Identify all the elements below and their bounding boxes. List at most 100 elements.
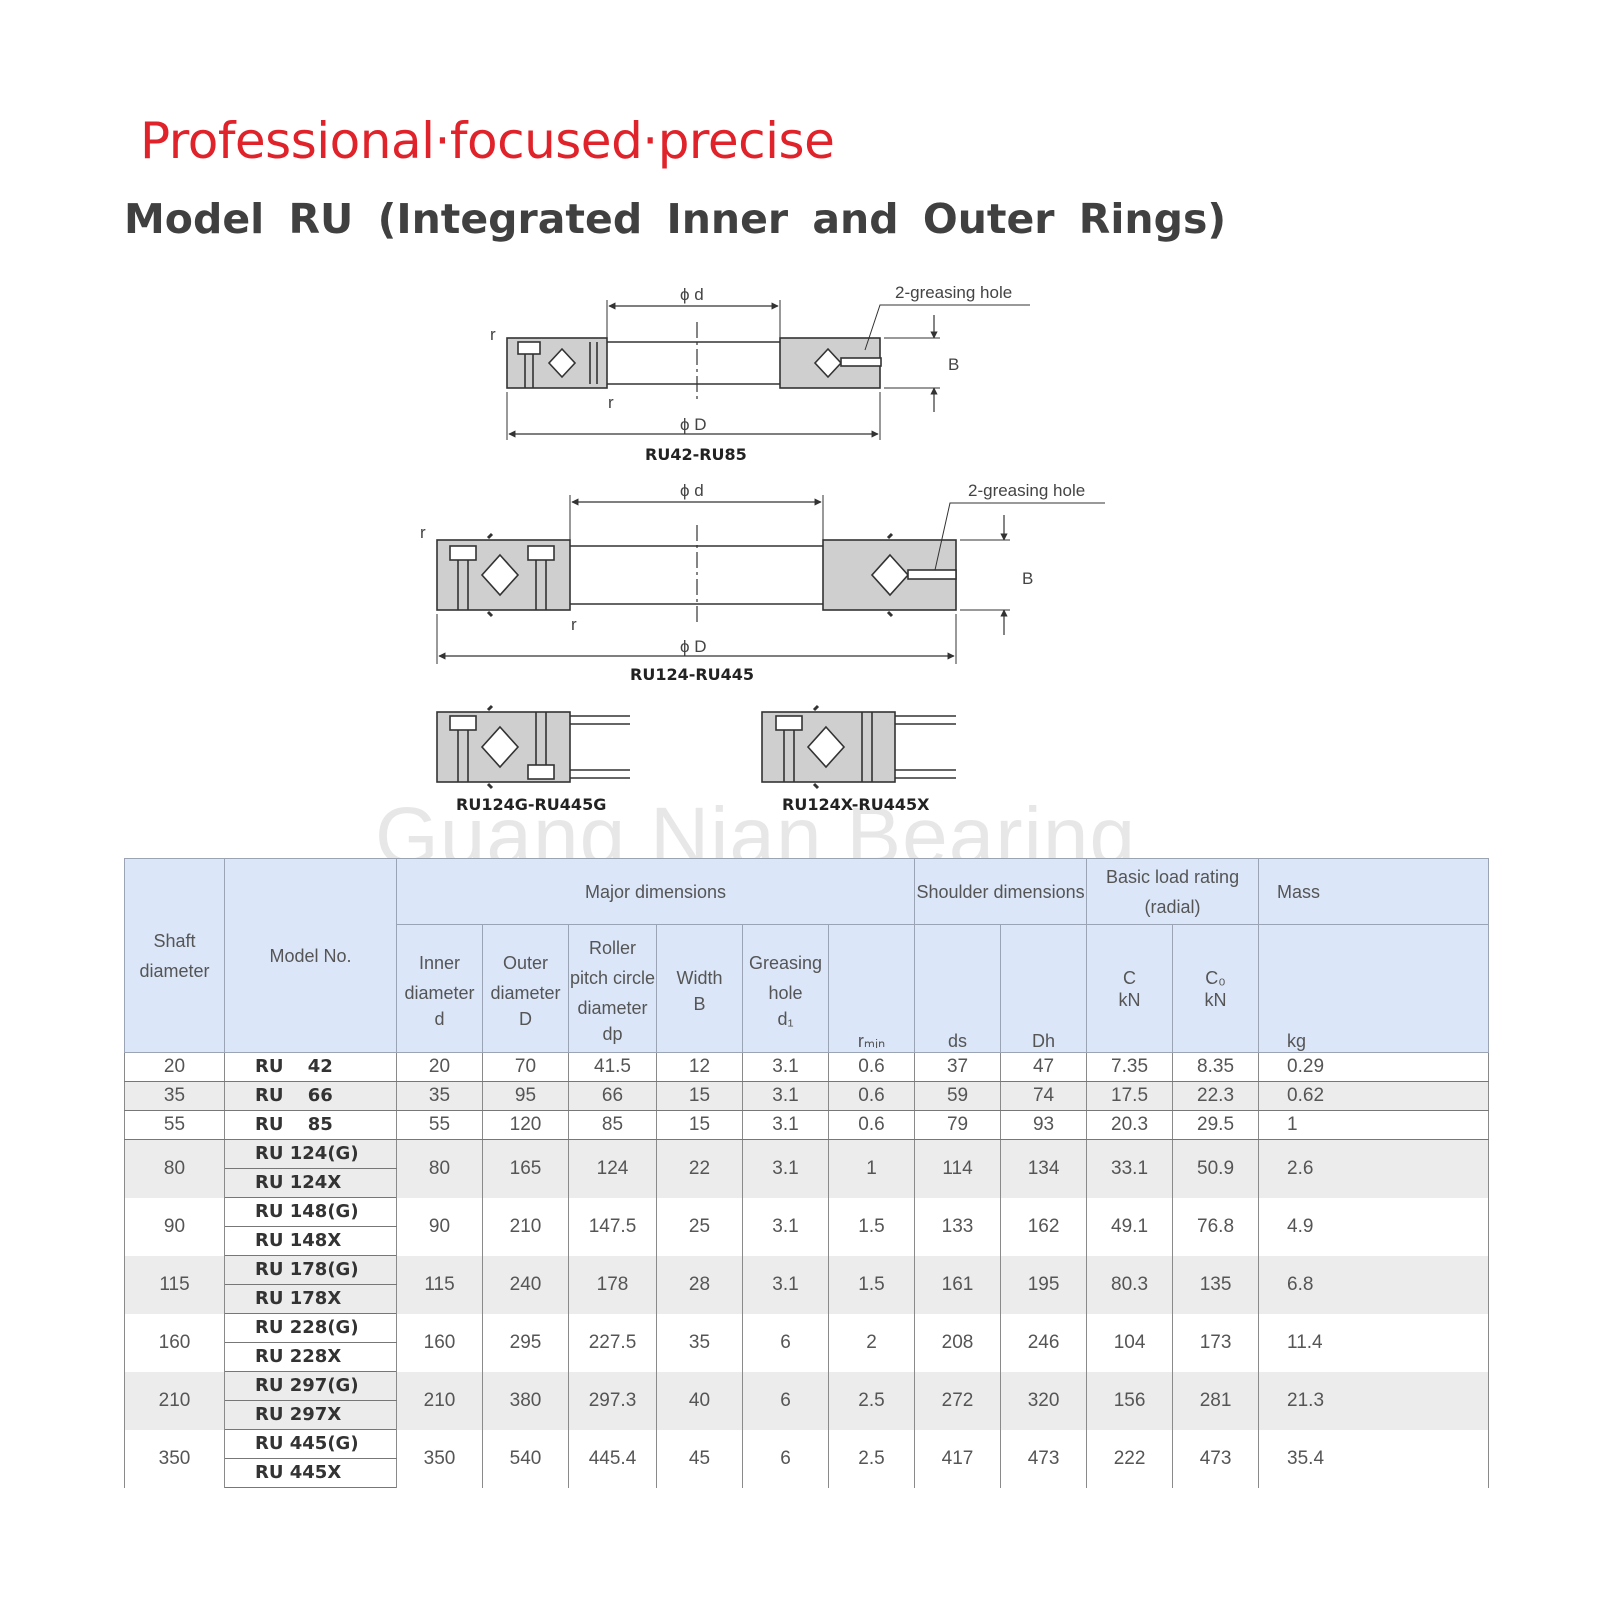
caption-ru124x-ru445x: RU124X-RU445X xyxy=(782,795,930,814)
cell-d: 165 xyxy=(482,1139,569,1198)
cell-c: 7.35 xyxy=(1086,1052,1174,1082)
cell-d1: 3.1 xyxy=(742,1197,829,1256)
caption-ru124-ru445: RU124-RU445 xyxy=(630,665,754,684)
cell-d: 540 xyxy=(482,1429,569,1488)
cell-b: 35 xyxy=(656,1313,743,1372)
cell-c: 80.3 xyxy=(1086,1255,1174,1314)
cell-ds: 79 xyxy=(914,1110,1002,1140)
header-shoulder-dimensions: Shoulder dimensions xyxy=(914,858,1088,925)
cell-d1: 3.1 xyxy=(742,1052,829,1082)
cell-c0: 281 xyxy=(1172,1371,1260,1430)
cell-dh: 134 xyxy=(1000,1139,1088,1198)
cell-rmin: 0.6 xyxy=(827,1052,916,1082)
label-greasing-1: 2-greasing hole xyxy=(895,283,1012,302)
cell-rmin: 2.5 xyxy=(827,1429,916,1488)
cell-model-no: RU 228X xyxy=(224,1342,397,1372)
cell-model-no: RU 148(G) xyxy=(224,1197,397,1227)
cell-d: 350 xyxy=(396,1429,483,1488)
cell-dh: 195 xyxy=(1000,1255,1088,1314)
cell-dh: 473 xyxy=(1000,1429,1088,1488)
cell-c: 49.1 xyxy=(1086,1197,1174,1256)
cell-ds: 37 xyxy=(914,1052,1002,1082)
header-outer-diameter: Outer diameter D xyxy=(482,924,569,1053)
cell-dh: 162 xyxy=(1000,1197,1088,1256)
header-dh: Dh xyxy=(1000,924,1088,1053)
cell-ds: 417 xyxy=(914,1429,1002,1488)
cell-ds: 208 xyxy=(914,1313,1002,1372)
cell-d: 210 xyxy=(396,1371,483,1430)
cell-ds: 161 xyxy=(914,1255,1002,1314)
label-inner-dia-2: ϕ d xyxy=(680,481,704,500)
caption-ru124g-ru445g: RU124G-RU445G xyxy=(456,795,606,814)
cell-shaft-diameter: 80 xyxy=(124,1139,225,1198)
cell-shaft-diameter: 210 xyxy=(124,1371,225,1430)
cell-shaft-diameter: 350 xyxy=(124,1429,225,1488)
header-mass-unit: kg xyxy=(1258,924,1490,1053)
specification-table: Shaft diameter Model No. Major dimension… xyxy=(124,858,1490,1488)
cell-d: 120 xyxy=(482,1110,569,1140)
cell-d: 380 xyxy=(482,1371,569,1430)
cell-dh: 74 xyxy=(1000,1081,1088,1111)
cell-dp: 85 xyxy=(568,1110,657,1140)
cell-ds: 272 xyxy=(914,1371,1002,1430)
cell-mass: 35.4 xyxy=(1258,1429,1490,1488)
cell-mass: 4.9 xyxy=(1258,1197,1490,1256)
cell-c: 222 xyxy=(1086,1429,1174,1488)
cell-ds: 133 xyxy=(914,1197,1002,1256)
cell-b: 22 xyxy=(656,1139,743,1198)
cell-rmin: 1.5 xyxy=(827,1255,916,1314)
table-row: RU 445X xyxy=(125,1458,1489,1488)
cell-model-no: RU 124(G) xyxy=(224,1139,397,1169)
page-title: Model RU (Integrated Inner and Outer Rin… xyxy=(124,195,1227,243)
cell-dp: 124 xyxy=(568,1139,657,1198)
cell-c0: 22.3 xyxy=(1172,1081,1260,1111)
label-radius-1b: r xyxy=(608,393,614,412)
drawing-ru124x-ru445x xyxy=(761,704,956,790)
table-row: RU 178X xyxy=(125,1284,1489,1314)
cell-c: 20.3 xyxy=(1086,1110,1174,1140)
cell-shaft-diameter: 55 xyxy=(124,1110,225,1140)
cell-ds: 114 xyxy=(914,1139,1002,1198)
cell-d: 70 xyxy=(482,1052,569,1082)
cell-d1: 6 xyxy=(742,1429,829,1488)
cell-rmin: 1.5 xyxy=(827,1197,916,1256)
cell-d: 55 xyxy=(396,1110,483,1140)
cell-ds: 59 xyxy=(914,1081,1002,1111)
cell-rmin: 2.5 xyxy=(827,1371,916,1430)
label-width-1: B xyxy=(948,355,959,374)
cell-mass: 0.29 xyxy=(1258,1052,1490,1082)
label-width-2: B xyxy=(1022,569,1033,588)
table-row: RU 124X xyxy=(125,1168,1489,1198)
cell-mass: 2.6 xyxy=(1258,1139,1490,1198)
cell-model-no: RU 178(G) xyxy=(224,1255,397,1285)
header-mass: Mass xyxy=(1258,858,1490,925)
header-c: C kN xyxy=(1086,924,1174,1053)
cell-b: 28 xyxy=(656,1255,743,1314)
cell-rmin: 1 xyxy=(827,1139,916,1198)
bearing-drawings: ϕ d ϕ D B r r 2-greasing hole RU42-RU85 … xyxy=(420,283,1105,814)
cell-d: 90 xyxy=(396,1197,483,1256)
cell-model-no: RU 297(G) xyxy=(224,1371,397,1401)
table-row: RU 297X xyxy=(125,1400,1489,1430)
cell-mass: 6.8 xyxy=(1258,1255,1490,1314)
cell-model-no: RU 445X xyxy=(224,1458,397,1488)
label-outer-dia-1: ϕ D xyxy=(680,415,707,434)
header-model-no: Model No. xyxy=(224,858,397,1053)
cell-d: 210 xyxy=(482,1197,569,1256)
cell-d1: 3.1 xyxy=(742,1255,829,1314)
header-major-dimensions: Major dimensions xyxy=(395,858,916,925)
label-radius-2a: r xyxy=(420,523,426,542)
cell-b: 15 xyxy=(656,1110,743,1140)
cell-shaft-diameter: 90 xyxy=(124,1197,225,1256)
header-rmin: rₘᵢₙ xyxy=(827,924,916,1053)
cell-dh: 93 xyxy=(1000,1110,1088,1140)
cell-c: 156 xyxy=(1086,1371,1174,1430)
cell-dh: 246 xyxy=(1000,1313,1088,1372)
